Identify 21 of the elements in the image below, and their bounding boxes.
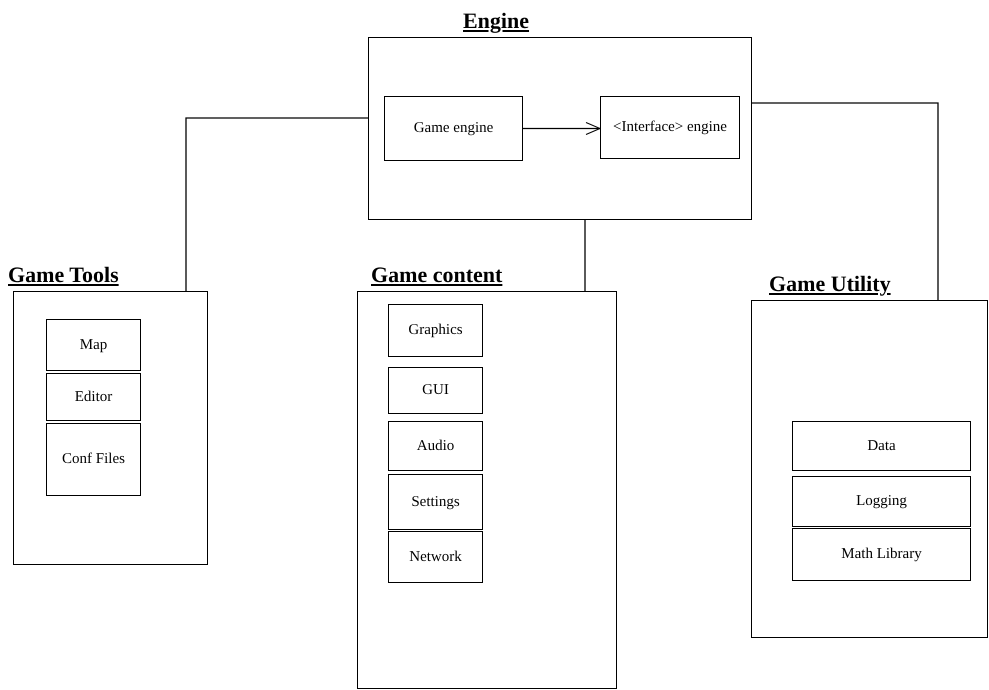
component-box: Editor [46, 373, 141, 421]
component-box: <Interface> engine [600, 96, 740, 159]
group-title: Game content [371, 261, 502, 289]
component-box: Math Library [792, 528, 971, 581]
component-box: GUI [388, 367, 483, 414]
component-box: Audio [388, 421, 483, 471]
connector-line [584, 220, 586, 291]
component-box: Data [792, 421, 971, 471]
component-box: Logging [792, 476, 971, 527]
component-box: Conf Files [46, 423, 141, 496]
arrow [523, 122, 600, 135]
component-box: Graphics [388, 304, 483, 357]
component-box: Game engine [384, 96, 523, 161]
component-box: Map [46, 319, 141, 371]
group-title: Game Tools [8, 261, 119, 289]
component-box: Network [388, 531, 483, 583]
connector-line [185, 117, 368, 291]
group-title: Game Utility [769, 270, 891, 298]
group-title: Engine [463, 7, 530, 35]
connector-line [752, 102, 939, 300]
component-box: Settings [388, 474, 483, 530]
